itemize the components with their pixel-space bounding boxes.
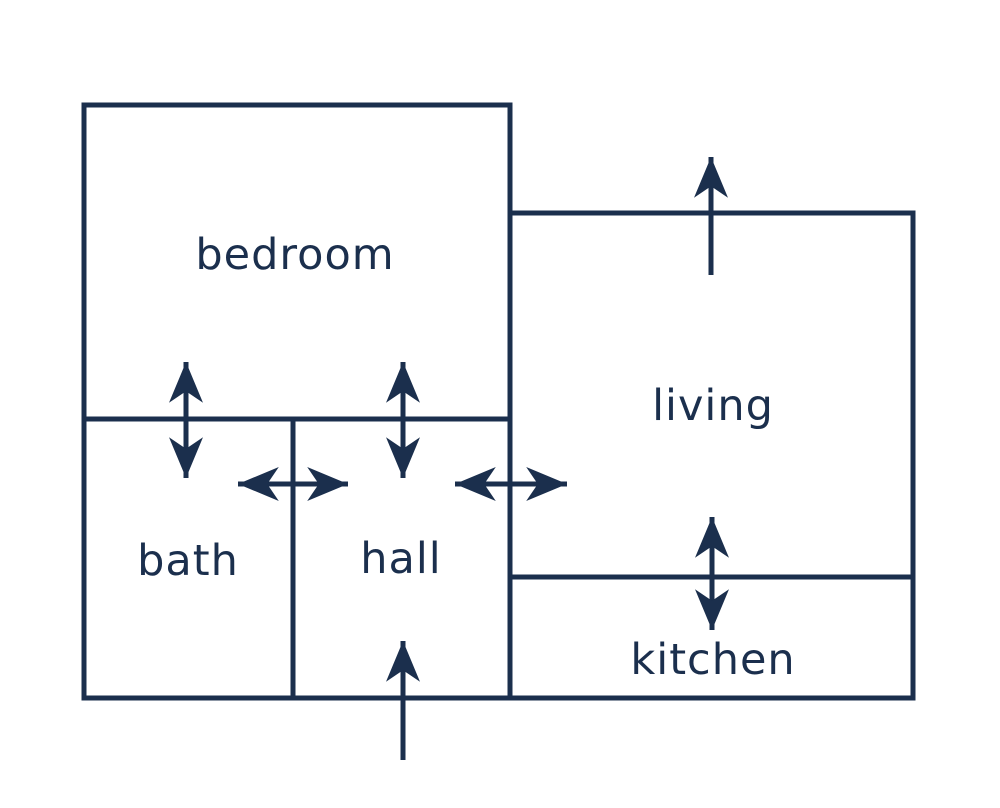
- room-label-bath: bath: [137, 536, 239, 586]
- room-label-hall: hall: [360, 534, 442, 584]
- room-label-living: living: [652, 381, 774, 431]
- room-label-bedroom: bedroom: [195, 230, 395, 280]
- room-label-kitchen: kitchen: [630, 635, 796, 685]
- walls: [81, 102, 916, 701]
- door-arrows: [169, 157, 729, 760]
